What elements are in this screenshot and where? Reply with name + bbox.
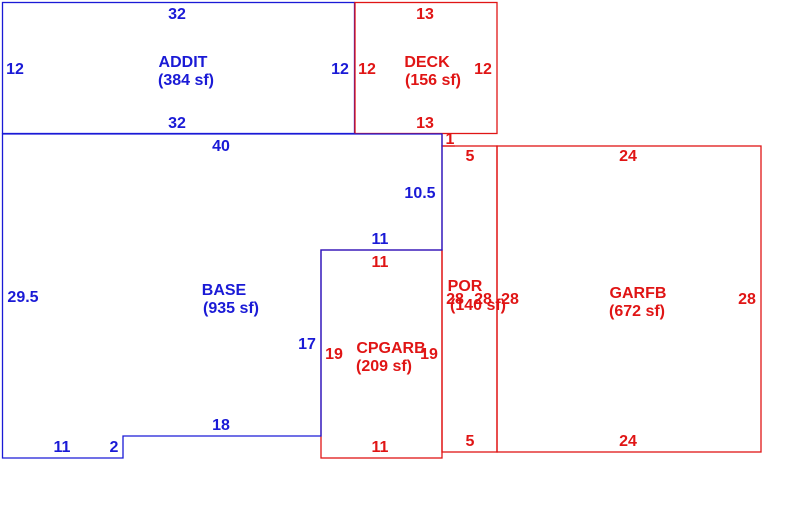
cpgarb-area: (209 sf) [356, 358, 412, 375]
por-dim-bottom: 5 [466, 433, 475, 450]
addit-dim-bottom: 32 [168, 115, 186, 132]
cpgarb-dim-bottom: 11 [372, 439, 389, 456]
cpgarb-dim-top: 11 [372, 254, 389, 271]
garfb-dim-bottom: 24 [619, 433, 637, 450]
por-name: POR [448, 278, 483, 295]
por-dim-connector: 1 [446, 131, 455, 148]
por-dim-right: 28 [474, 291, 492, 308]
base-name: BASE [202, 282, 247, 299]
base-area: (935 sf) [203, 300, 259, 317]
deck-dim-bottom: 13 [416, 115, 434, 132]
garfb-dim-left: 28 [501, 291, 519, 308]
addit-area: (384 sf) [158, 72, 214, 89]
base-dim-inner-left: 17 [298, 336, 316, 353]
base-dim-top: 40 [212, 138, 230, 155]
por-dim-left: 28 [446, 291, 464, 308]
garfb-dim-top: 24 [619, 148, 637, 165]
deck-name: DECK [404, 54, 450, 71]
addit-dim-left: 12 [6, 61, 24, 78]
base-outline [1, 133, 443, 459]
deck-dim-left: 12 [358, 61, 376, 78]
garfb-dim-right: 28 [738, 291, 756, 308]
deck-dim-top: 13 [416, 6, 434, 23]
cpgarb-name: CPGARB [356, 340, 425, 357]
base-dim-notch-top: 11 [372, 231, 389, 248]
addit-name: ADDIT [159, 54, 208, 71]
cpgarb-dim-left: 19 [325, 346, 343, 363]
base-dim-bottom-left: 11 [54, 439, 71, 456]
base-dim-left: 29.5 [7, 289, 38, 306]
base-dim-bottom-mid: 18 [212, 417, 230, 434]
garfb-outline [496, 145, 762, 453]
base-dim-right-upper: 10.5 [404, 185, 435, 202]
garfb-name: GARFB [610, 285, 667, 302]
addit-dim-right: 12 [331, 61, 349, 78]
por-area: (140 sf) [450, 297, 506, 314]
deck-dim-right: 12 [474, 61, 492, 78]
deck-area: (156 sf) [405, 72, 461, 89]
por-dim-top: 5 [466, 148, 475, 165]
cpgarb-dim-right: 19 [420, 346, 438, 363]
addit-dim-top: 32 [168, 6, 186, 23]
base-dim-bottom-step: 2 [110, 439, 119, 456]
garfb-area: (672 sf) [609, 303, 665, 320]
